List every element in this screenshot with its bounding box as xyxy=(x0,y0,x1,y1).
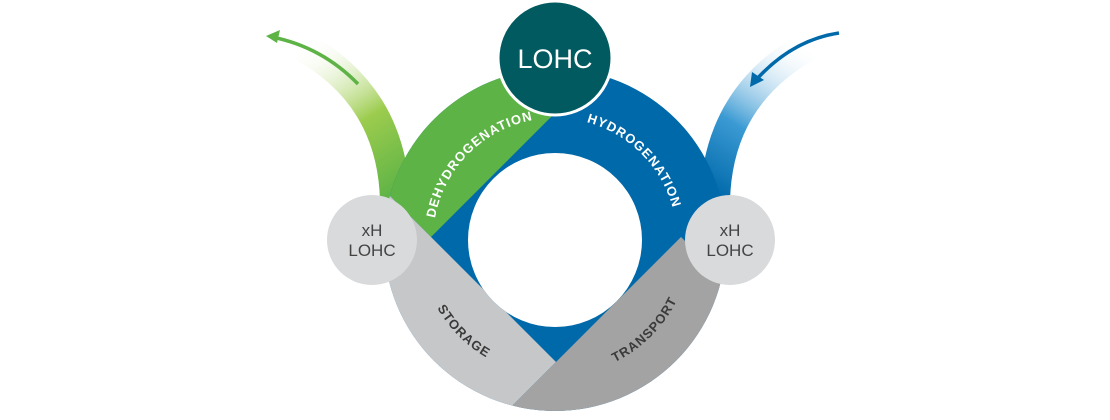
center-lohc-node: LOHC xyxy=(496,0,614,117)
right-node-line2: LOHC xyxy=(706,241,753,260)
right-xh-lohc-node: xH LOHC xyxy=(685,195,775,285)
left-node-line1: xH xyxy=(362,221,383,240)
left-xh-lohc-node: xH LOHC xyxy=(327,195,417,285)
center-node-label: LOHC xyxy=(517,44,592,74)
left-node-line2: LOHC xyxy=(348,241,395,260)
arrow-out-icon xyxy=(266,30,360,86)
right-node-line1: xH xyxy=(720,221,741,240)
dehydrogenation-outflow-band xyxy=(292,31,410,201)
hydrogenation-inflow-band xyxy=(700,31,818,201)
arrow-in-icon xyxy=(750,31,840,87)
